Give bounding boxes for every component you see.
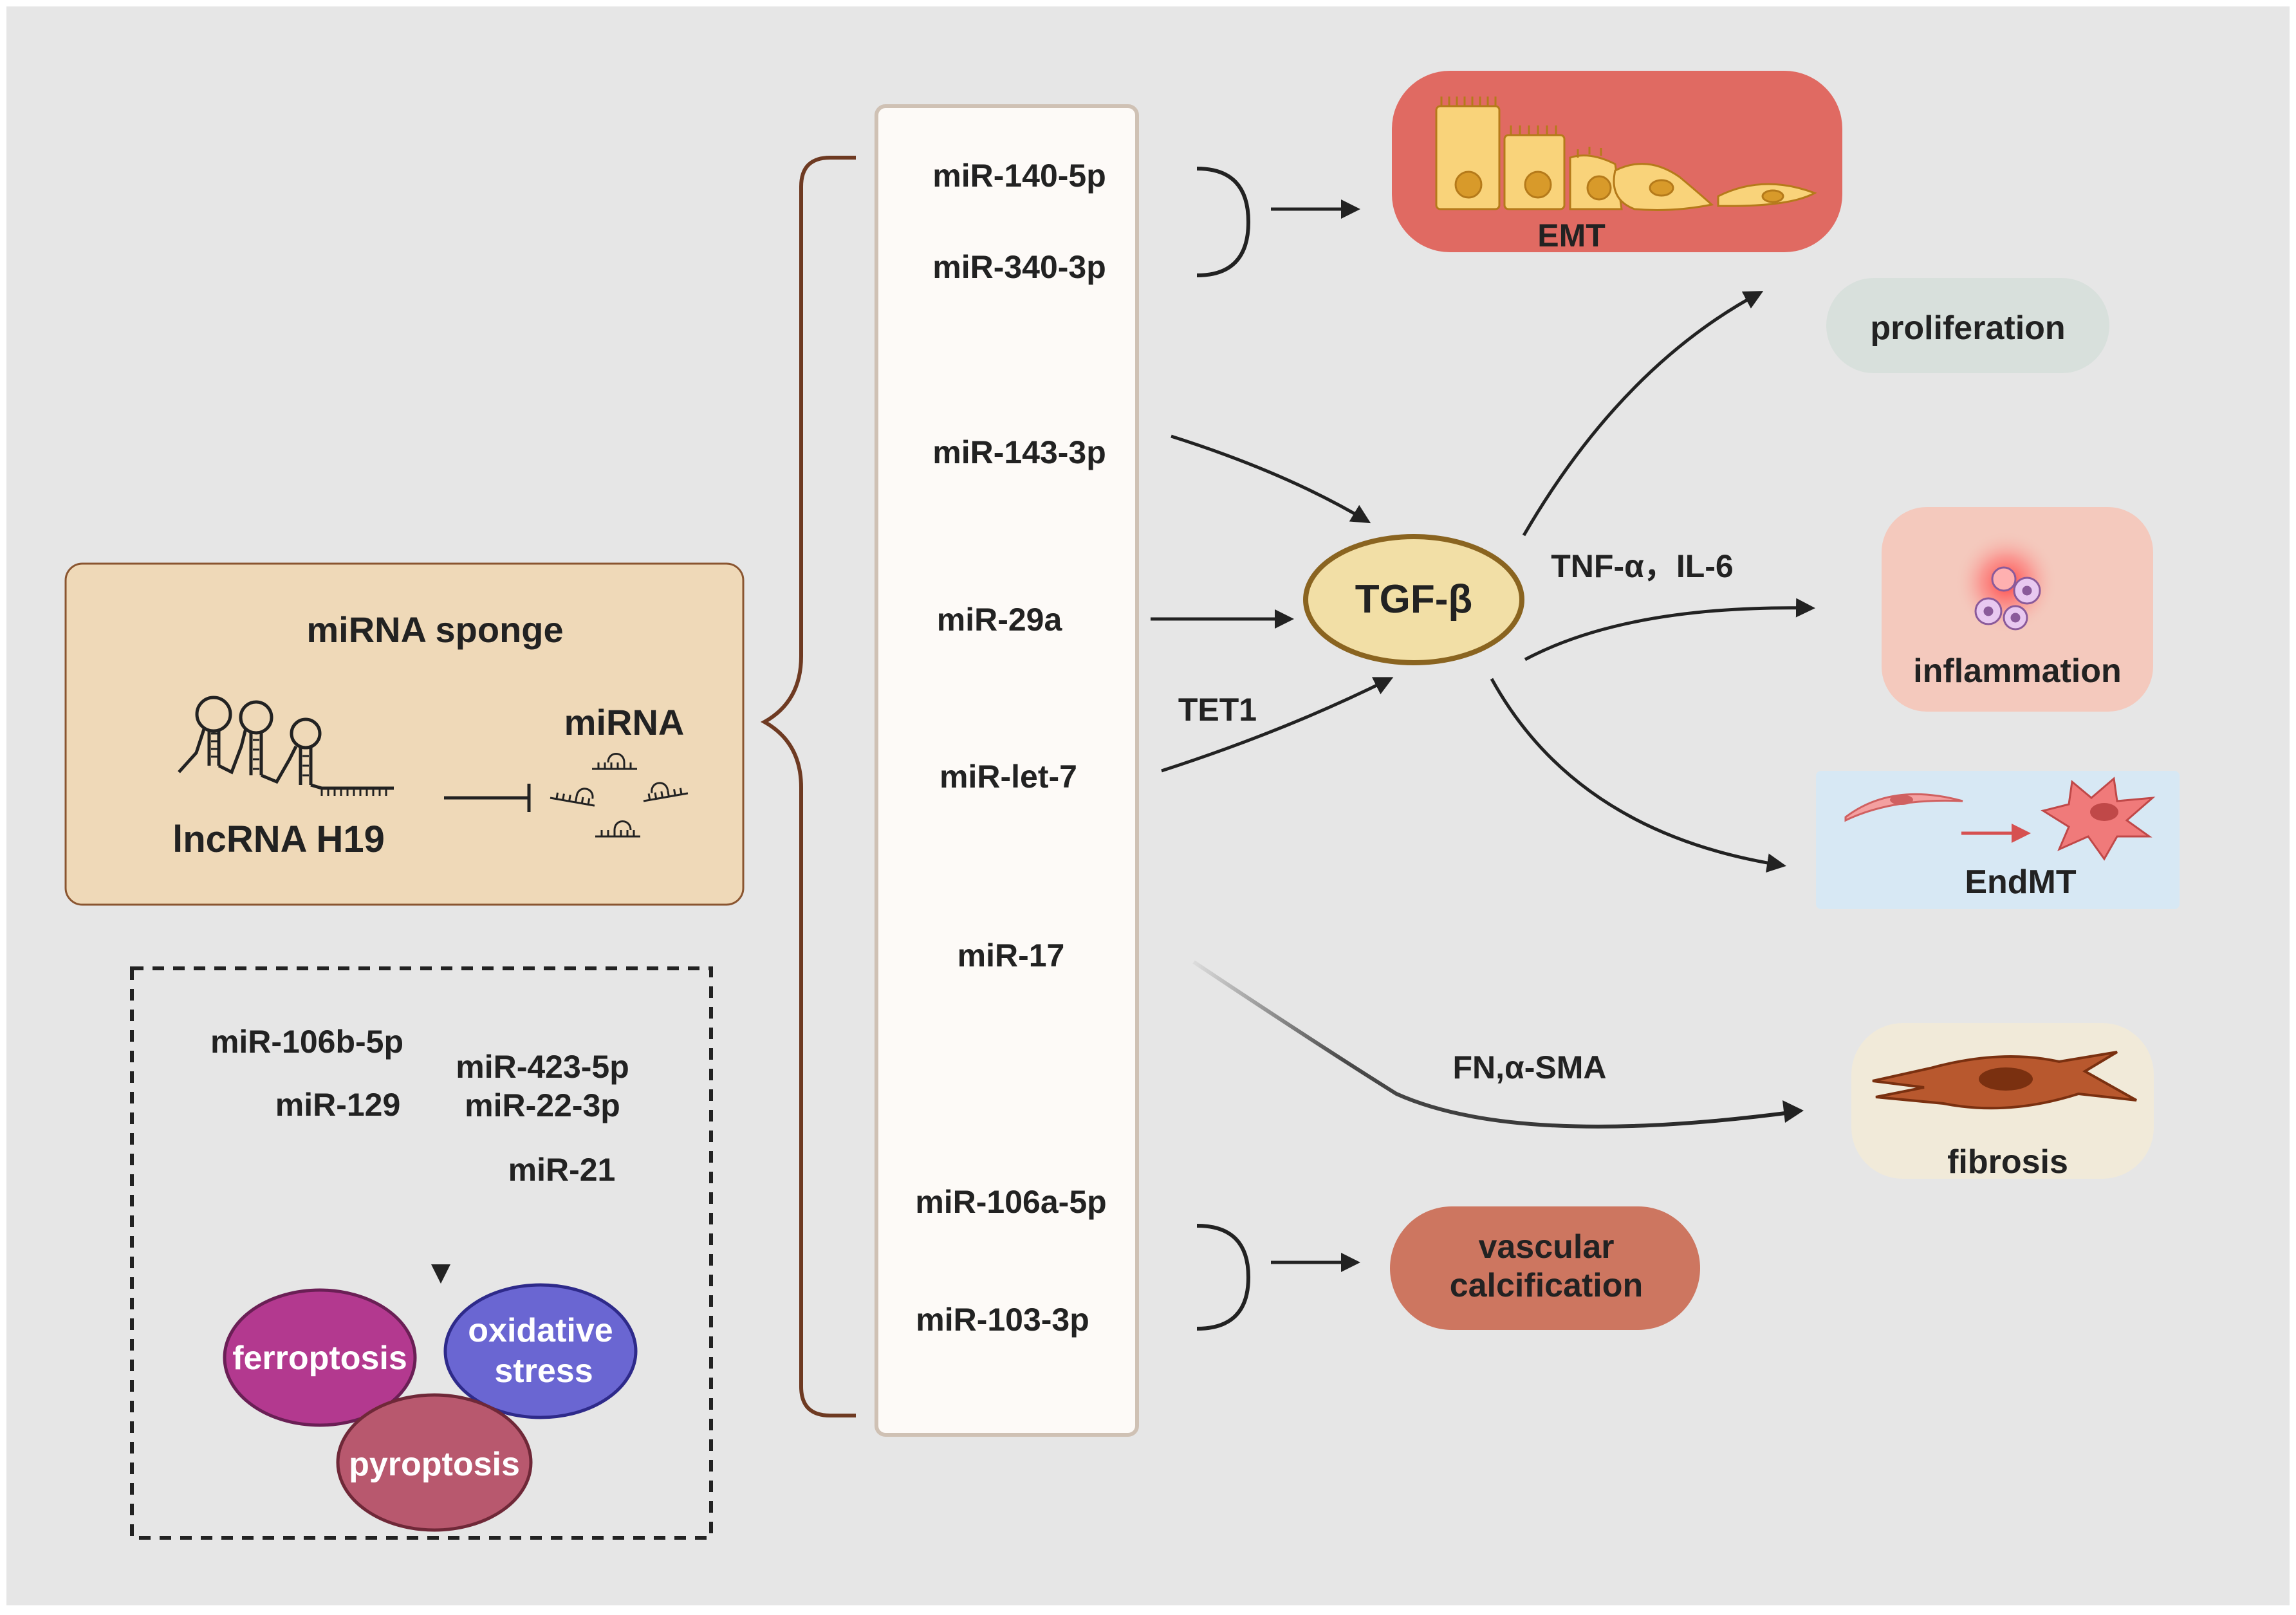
vascular-group-bracket (1196, 1224, 1251, 1331)
proliferation-box (1826, 278, 2109, 373)
mirna-29a: miR-29a (937, 602, 1063, 638)
tgf-to-inflammation-arrow (1524, 598, 1815, 661)
mirna-106a-5p: miR-106a-5p (915, 1184, 1106, 1220)
mirna-340-3p: miR-340-3p (932, 249, 1106, 285)
tet1-label: TET1 (1178, 692, 1257, 728)
pyroptosis-label: pyroptosis (349, 1446, 520, 1483)
oxidative-stress-ellipse (443, 1283, 638, 1419)
tgf-beta-node (1303, 534, 1524, 665)
tgf-beta-label: TGF-β (1355, 577, 1472, 622)
emt-group-bracket (1196, 167, 1251, 277)
sponge-to-death-arrowhead (431, 1264, 450, 1284)
proliferation-label: proliferation (1870, 309, 2065, 347)
lncrna-hairpin-icon (178, 696, 394, 796)
mirna-143-3p: miR-143-3p (932, 434, 1106, 470)
mirna-103-3p: miR-103-3p (916, 1302, 1089, 1338)
immune-cells-icon (1974, 566, 2041, 631)
mir17-to-fibrosis-arrow (1192, 960, 1796, 1129)
sponge-title: miRNA sponge (306, 609, 563, 650)
death-mirna-right: miR-423-5p (456, 1049, 629, 1085)
mir143-to-tgf-arrow (1171, 434, 1371, 524)
emt-cells-icon (1435, 97, 1817, 211)
mirna-list-panel (875, 104, 1139, 1437)
death-mirna-right: miR-22-3p (465, 1087, 620, 1123)
fibroblast-icon (1872, 1051, 2137, 1110)
mirna-list-brace (760, 156, 856, 1417)
inhibition-symbol (444, 784, 531, 812)
lncrna-label: lncRNA H19 (172, 818, 385, 860)
oxidative-label-line2: stress (494, 1352, 593, 1390)
mirna-17: miR-17 (958, 937, 1065, 974)
tnf-il6-label: TNF-α，IL-6 (1551, 548, 1733, 584)
mirna-label: miRNA (564, 702, 685, 743)
vascular-calcification-box (1390, 1206, 1700, 1330)
mirna-let-7: miR-let-7 (940, 759, 1077, 795)
tgf-to-endmt-arrow (1490, 678, 1786, 873)
mirna-140-5p: miR-140-5p (932, 158, 1106, 194)
emt-label: EMT (1537, 217, 1606, 254)
sponge-box (64, 562, 745, 906)
fibrosis-label: fibrosis (1947, 1143, 2068, 1181)
vascular-label-line1: vascular (1478, 1228, 1614, 1266)
fn-asma-label: FN,α-SMA (1452, 1049, 1606, 1085)
tgf-to-proliferation-arrow (1522, 291, 1764, 537)
death-mirna-left: miR-106b-5p (210, 1024, 403, 1060)
oxidative-label-line1: oxidative (468, 1312, 613, 1349)
ferroptosis-label: ferroptosis (232, 1340, 407, 1377)
pyroptosis-ellipse (336, 1393, 533, 1532)
death-mirna-right: miR-21 (508, 1152, 616, 1188)
ferroptosis-ellipse (223, 1288, 417, 1427)
inflammation-label: inflammation (1913, 652, 2122, 690)
mesenchymal-cell-icon (2041, 777, 2156, 861)
mirna-fragments-icon (550, 753, 689, 838)
death-mirna-left: miR-129 (275, 1087, 401, 1123)
mir17-to-fibrosis-arrowhead (1782, 1100, 1804, 1123)
endmt-label: EndMT (1965, 863, 2077, 901)
vascular-label-line2: calcification (1450, 1267, 1643, 1304)
endothelial-cell-icon (1844, 793, 1963, 822)
let7-to-tgf-arrow (1161, 677, 1394, 773)
cell-death-box (130, 966, 713, 1540)
